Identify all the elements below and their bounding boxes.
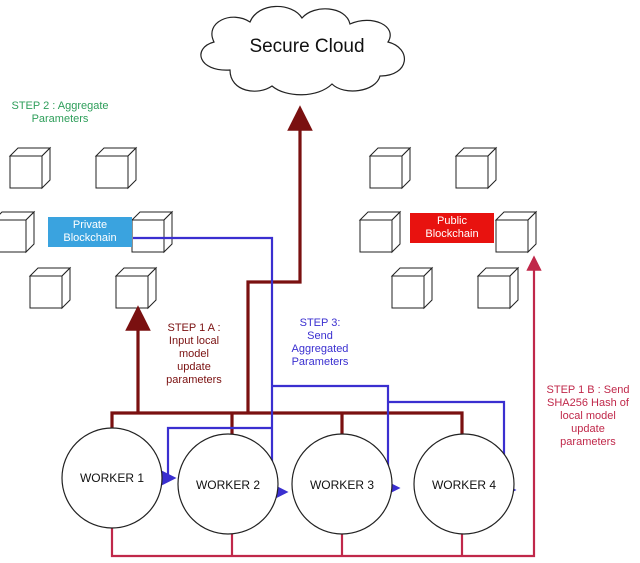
step1a-label: STEP 1 A : Input local model update para…	[166, 322, 222, 386]
worker-3-node	[291, 433, 393, 535]
private-blockchain-box	[48, 217, 132, 247]
public-blockchain-label: Public Blockchain	[425, 215, 479, 240]
worker-3-label: WORKER 3	[309, 478, 374, 492]
step1b-label: STEP 1 B : Send SHA256 Hash of local mod…	[546, 384, 630, 448]
worker-1-node	[61, 427, 163, 529]
cloud-shape	[200, 5, 405, 96]
step2-label: STEP 2 : Aggregate Parameters	[11, 100, 109, 125]
step3-label: STEP 3: Send Aggregated Parameters	[291, 317, 349, 368]
step1a-connections	[110, 105, 464, 438]
private-blockchain-label: Private Blockchain	[63, 219, 117, 244]
public-blockchain-box	[410, 213, 494, 243]
worker-2-label: WORKER 2	[195, 478, 260, 492]
worker-4-node	[413, 433, 515, 535]
worker-1-label: WORKER 1	[79, 471, 144, 485]
step1b-connections	[110, 255, 542, 558]
worker-4-label: WORKER 4	[431, 478, 496, 492]
worker-2-node	[177, 433, 279, 535]
cloud-label: Secure Cloud	[249, 36, 365, 57]
